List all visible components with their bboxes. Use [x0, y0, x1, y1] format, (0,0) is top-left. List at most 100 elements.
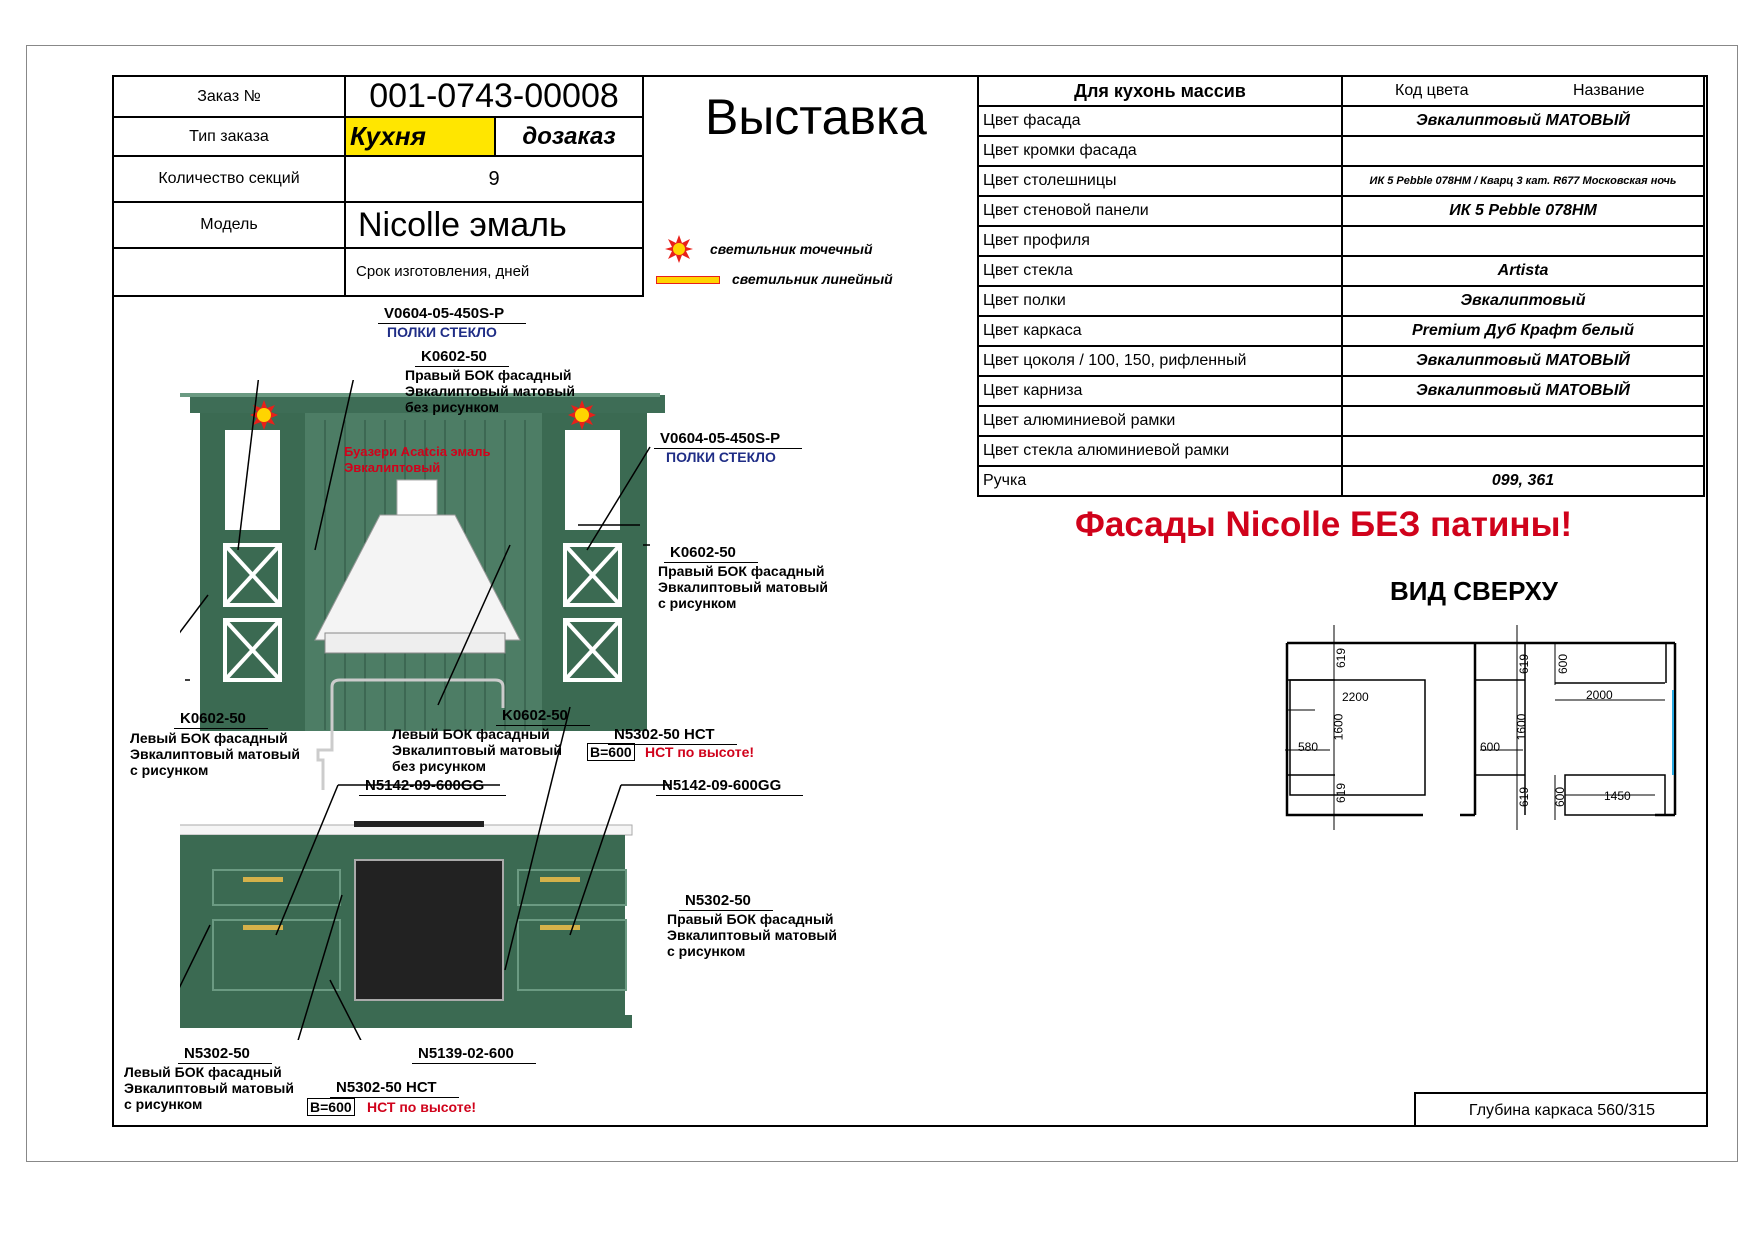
color-row-label: Цвет цоколя / 100, 150, рифленный — [977, 345, 1343, 377]
sections-label: Количество секций — [112, 155, 346, 203]
annotation-13-code: N5139-02-600 — [412, 1045, 536, 1064]
annotation-4-text: ПОЛКИ СТЕКЛО — [666, 449, 776, 465]
annotation-10-code: N5142-09-600GG — [655, 777, 804, 796]
color-row-label: Цвет полки — [977, 285, 1343, 317]
color-row-label: Ручка — [977, 465, 1343, 497]
color-row-value: Эвкалиптовый — [1341, 285, 1705, 317]
dim-12: 600 — [1553, 786, 1568, 808]
dim-13: 1450 — [1604, 789, 1631, 803]
drawing-border — [112, 75, 1708, 1127]
color-row-label: Цвет каркаса — [977, 315, 1343, 347]
annotation-1-code: V0604-05-450S-P — [377, 305, 527, 324]
dim-10: 1600 — [1514, 713, 1529, 741]
color-row-value — [1341, 135, 1705, 167]
annotation-12-code: N5302-50 — [178, 1045, 272, 1064]
color-row-label: Цвет стеновой панели — [977, 195, 1343, 227]
annotation-9-code: N5142-09-600GG — [358, 777, 507, 796]
order-no: 001-0743-00008 — [344, 75, 644, 118]
color-row-value — [1341, 435, 1705, 467]
color-row-value: Эвкалиптовый МАТОВЫЙ — [1341, 375, 1705, 407]
page-title: Выставка — [705, 89, 927, 145]
color-row: Цвет алюминиевой рамки — [977, 405, 1705, 437]
color-row-value: ИК 5 Pebble 078HM / Кварц 3 кат. R677 Мо… — [1341, 165, 1705, 197]
empty-cell — [112, 247, 346, 297]
dim-11: 619 — [1517, 786, 1532, 808]
dim-2: 2200 — [1342, 690, 1369, 704]
annotation-11-code: N5302-50 — [679, 892, 773, 911]
dim-3: 580 — [1298, 740, 1319, 754]
color-row-label: Цвет столешницы — [977, 165, 1343, 197]
color-row-label: Цвет кромки фасада — [977, 135, 1343, 167]
color-row: Цвет кромки фасада — [977, 135, 1705, 167]
type-value: Кухня — [344, 116, 496, 157]
annotation-8-red: НСТ по высоте! — [645, 744, 755, 760]
model-label: Модель — [112, 201, 346, 249]
top-view-plan — [1285, 625, 1677, 830]
order-table: Заказ № 001-0743-00008 Тип заказа Кухня … — [112, 75, 644, 297]
color-row-label: Цвет стекла — [977, 255, 1343, 287]
dim-4: 1600 — [1331, 713, 1346, 741]
sheet-frame — [26, 45, 1738, 1162]
type-label: Тип заказа — [112, 116, 346, 157]
colors-header: Для кухонь массив — [977, 75, 1343, 107]
annotation-5-code: K0602-50 — [664, 544, 758, 563]
dim-6: 619 — [1517, 653, 1532, 675]
annotation-1-text: ПОЛКИ СТЕКЛО — [387, 324, 497, 340]
order-no-label: Заказ № — [112, 75, 346, 118]
model-value: Nicolle эмаль — [344, 201, 644, 249]
color-row-label: Цвет стекла алюминиевой рамки — [977, 435, 1343, 467]
annotation-8-code: N5302-50 НСТ — [608, 726, 736, 745]
annotation-14-code: N5302-50 НСТ — [330, 1079, 458, 1098]
color-row: Цвет профиля — [977, 225, 1705, 257]
annotation-7-code: K0602-50 — [496, 707, 590, 726]
annotation-6-code: K0602-50 — [174, 710, 268, 729]
annotation-8-b: B=600 — [587, 743, 635, 761]
color-row-value: Premium Дуб Крафт белый — [1341, 315, 1705, 347]
annotation-2-code: K0602-50 — [415, 348, 509, 367]
color-row-label: Цвет профиля — [977, 225, 1343, 257]
dim-8: 2000 — [1586, 688, 1613, 702]
annotation-14-red: НСТ по высоте! — [367, 1099, 477, 1115]
dim-9: 600 — [1480, 740, 1501, 754]
annotation-14-b: B=600 — [307, 1098, 355, 1116]
dim-5: 619 — [1334, 782, 1349, 804]
annotation-4-code: V0604-05-450S-P — [653, 430, 803, 449]
spot-light-icon — [665, 235, 693, 263]
dim-7: 600 — [1556, 653, 1571, 675]
color-row-value: Artista — [1341, 255, 1705, 287]
color-row: Цвет стекла алюминиевой рамки — [977, 435, 1705, 467]
legend-spot: светильник точечный — [710, 241, 873, 257]
type-extra: дозаказ — [494, 116, 644, 157]
top-view-title: ВИД СВЕРХУ — [1390, 576, 1558, 606]
color-row-value — [1341, 405, 1705, 437]
linear-light-icon — [656, 276, 720, 284]
color-row-label: Цвет фасада — [977, 105, 1343, 137]
term-label: Срок изготовления, дней — [344, 247, 644, 297]
color-row-value: Эвкалиптовый МАТОВЫЙ — [1341, 345, 1705, 377]
colors-table: Для кухонь массив Код цвета Название Цве… — [977, 75, 1705, 497]
notice: Фасады Nicolle БЕЗ патины! — [1075, 505, 1573, 544]
color-row-label: Цвет карниза — [977, 375, 1343, 407]
color-row-label: Цвет алюминиевой рамки — [977, 405, 1343, 437]
code-header: Код цвета — [1395, 82, 1469, 99]
color-row-value: 099, 361 — [1341, 465, 1705, 497]
color-row-value: ИК 5 Pebble 078HM — [1341, 195, 1705, 227]
legend-linear: светильник линейный — [732, 271, 893, 287]
